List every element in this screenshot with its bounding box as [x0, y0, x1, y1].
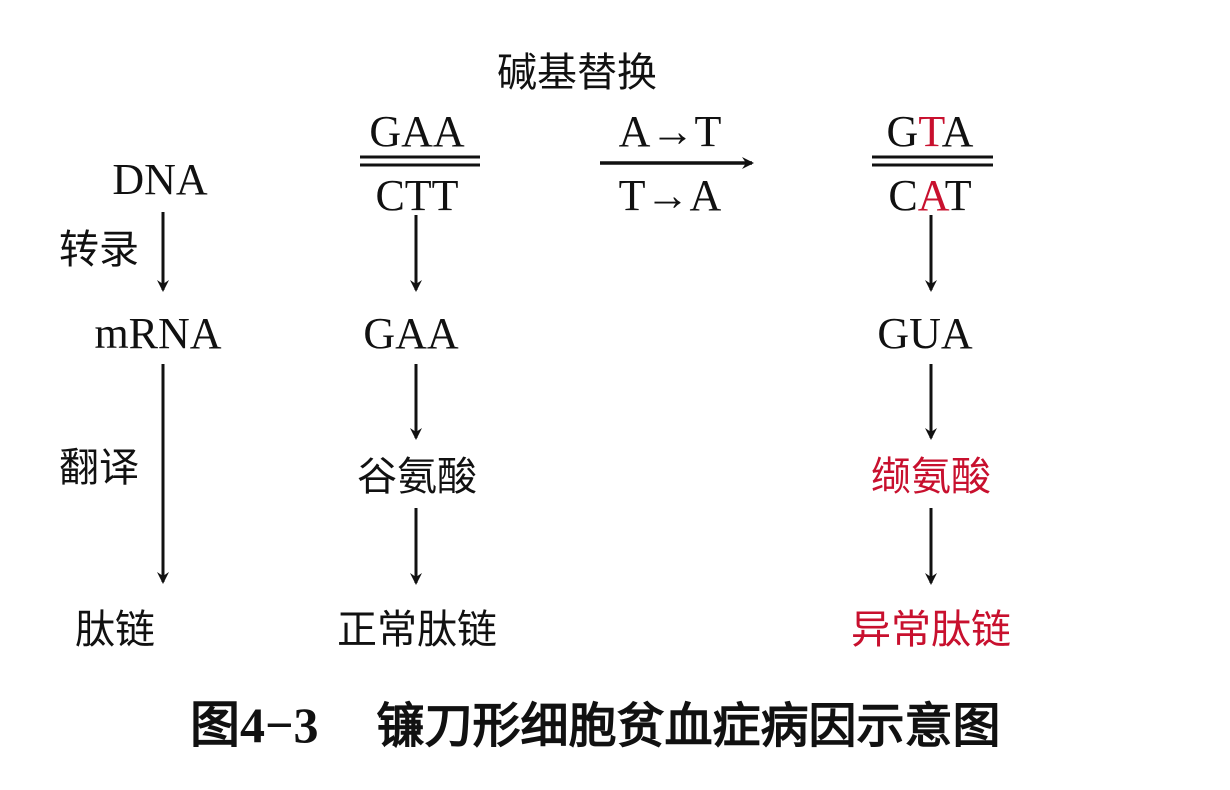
normal-dna-bottom: CTT: [375, 171, 459, 220]
mutant-dna-top-base3: A: [941, 107, 974, 156]
mutant-dna-bottom-base3: T: [944, 171, 972, 220]
label-mrna: mRNA: [94, 309, 222, 358]
mutant-amino-acid: 缬氨酸: [871, 454, 991, 500]
mutant-mrna: GUA: [877, 309, 973, 358]
normal-peptide: 正常肽链: [337, 607, 497, 653]
normal-dna-top: GAA: [369, 107, 465, 156]
substitution-top: A→T: [618, 107, 722, 156]
label-transcription: 转录: [59, 227, 139, 273]
mutant-dna-top-base1: G: [886, 107, 919, 156]
mutant-dna-top-base2: T: [918, 107, 942, 156]
label-dna: DNA: [112, 155, 208, 204]
label-translation: 翻译: [59, 445, 139, 491]
mutant-dna-bottom-base1: C: [888, 171, 918, 220]
mutant-peptide: 异常肽链: [851, 607, 1011, 653]
mutant-dna-top: GTA: [887, 110, 974, 154]
mutant-dna-bottom-base2: A: [917, 171, 945, 220]
figure-number: 图4−3: [190, 697, 319, 753]
normal-amino-acid: 谷氨酸: [357, 454, 477, 500]
label-peptide: 肽链: [75, 607, 155, 653]
normal-mrna: GAA: [363, 309, 459, 358]
substitution-title: 碱基替换: [497, 50, 657, 96]
substitution-bottom: T→A: [618, 171, 722, 220]
figure-title: 镰刀形细胞贫血症病因示意图: [376, 698, 1001, 754]
mutant-dna-bottom: CAT: [888, 174, 971, 218]
